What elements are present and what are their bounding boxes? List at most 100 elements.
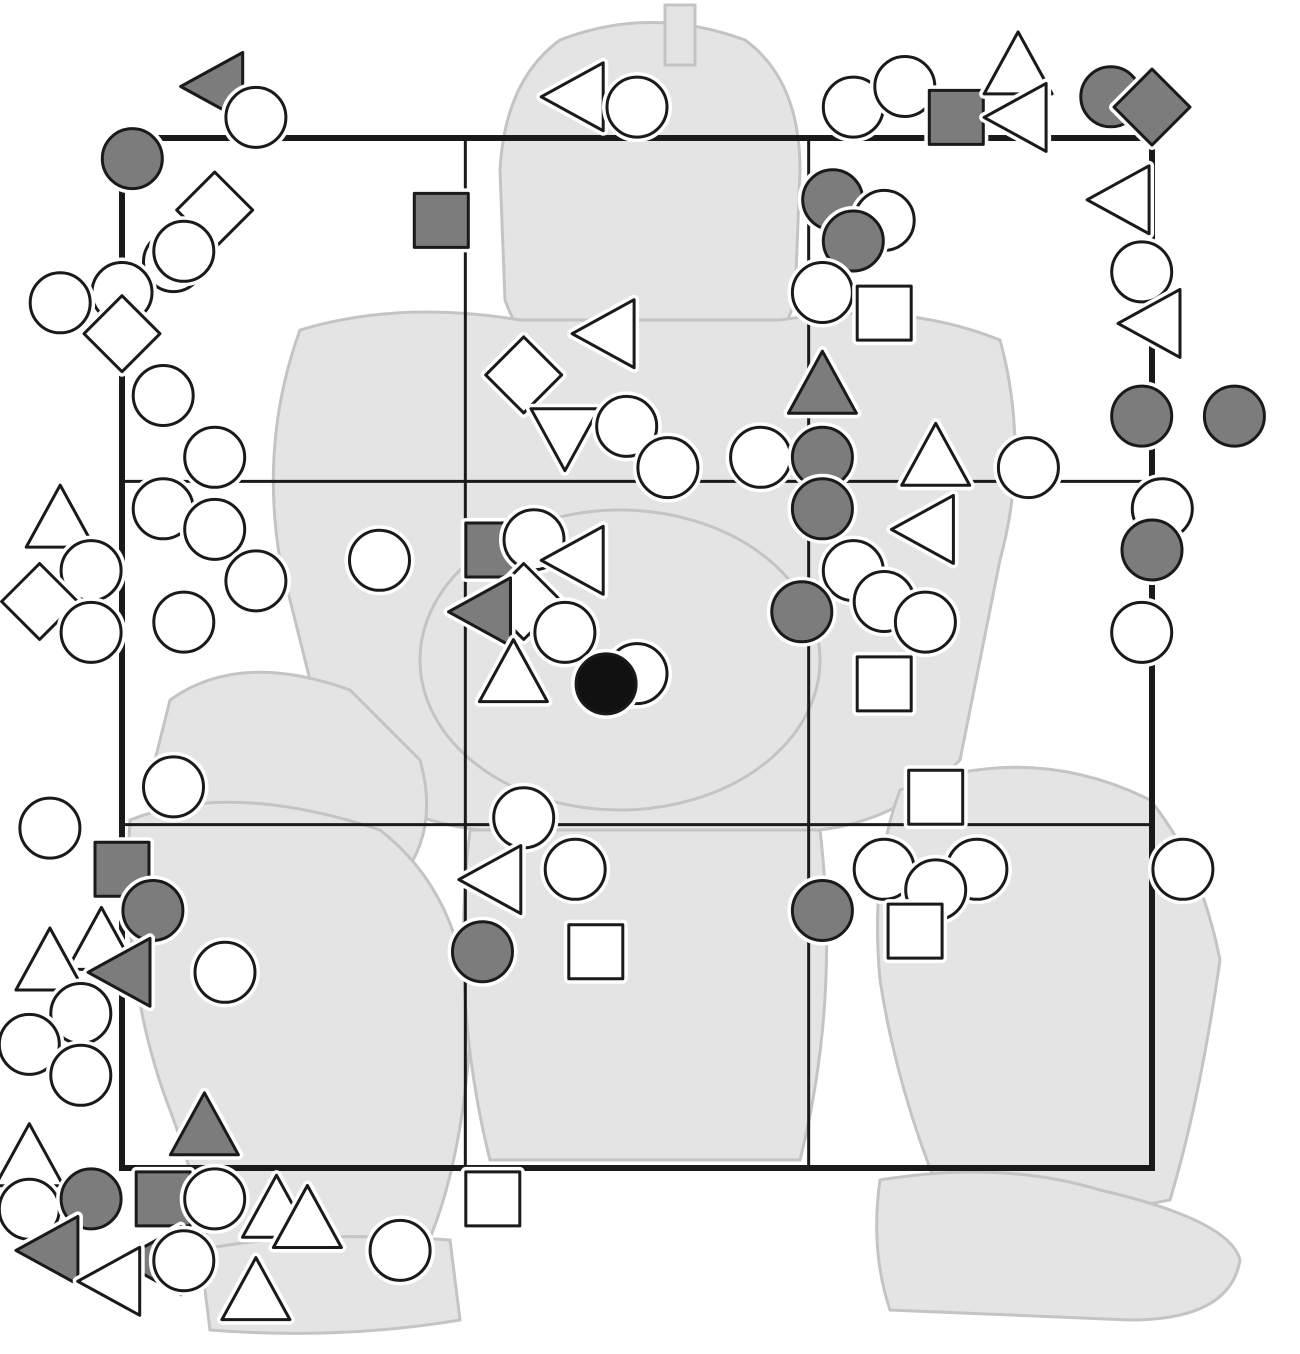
pitch-marker-triangle-left-white [76, 1245, 142, 1317]
pitch-marker [220, 545, 291, 616]
pitch-marker-circle-white [636, 436, 700, 500]
pitch-marker [474, 634, 553, 707]
pitch-marker [79, 290, 165, 377]
pitch-marker [453, 840, 526, 919]
pitch-marker [117, 875, 188, 946]
pitch-marker [725, 422, 796, 493]
pitch-marker-circle-white [28, 271, 92, 335]
pitch-marker-circle-gray [821, 209, 885, 273]
pitch-marker [97, 123, 168, 194]
pitch-marker [1082, 160, 1155, 239]
pitch-marker-circle-white [790, 261, 854, 324]
pitch-marker [148, 587, 219, 658]
pitch-marker [190, 937, 260, 1008]
pitch-marker-triangle-left-white [1116, 287, 1182, 359]
pitch-marker [25, 267, 96, 338]
pitch-marker-circle-gray [1110, 384, 1174, 448]
pitch-marker-circle-white [729, 425, 793, 489]
pitch-marker [14, 793, 85, 864]
pitch-marker-triangle-up-white [14, 926, 86, 992]
pitch-marker-square-white [886, 902, 944, 960]
pitch-marker [138, 751, 209, 822]
pitch-marker-circle-white [492, 786, 556, 850]
pitch-marker [447, 916, 518, 987]
pitch-marker [818, 206, 889, 276]
pitch-marker [148, 216, 219, 287]
pitch-marker [179, 422, 250, 493]
pitch-marker [220, 82, 291, 153]
pitch-marker-diamond-white [484, 335, 564, 415]
pitch-marker-diamond-white [82, 294, 162, 374]
pitch-marker [1106, 597, 1177, 668]
pitch-marker-circle-white [142, 755, 205, 819]
pitch-marker-circle-white [131, 364, 195, 427]
pitch-marker [766, 576, 837, 647]
pitch-marker-square-gray [412, 191, 470, 249]
pitch-marker-circle-white [893, 590, 957, 654]
pitch-marker [268, 1180, 347, 1253]
pitch-marker-circle-gray [770, 580, 834, 644]
pitch-marker-circle-white [59, 600, 123, 664]
pitch-marker-square-white [855, 655, 913, 713]
pitch-marker-circle-white [18, 796, 82, 860]
pitch-marker-circle-white [193, 940, 257, 1004]
pitch-marker [179, 1163, 250, 1234]
pitch-marker-circle-white [152, 590, 216, 654]
pitch-marker-circle-white [183, 425, 247, 489]
pitch-marker [903, 765, 968, 830]
pitch-marker-square-gray [927, 88, 985, 146]
pitch-marker [480, 331, 567, 418]
pitch-marker [45, 1040, 116, 1111]
pitch-marker-square-white [567, 923, 625, 981]
pitch-marker-circle-white [49, 1043, 113, 1107]
pitch-marker [852, 651, 917, 716]
pitch-marker [529, 597, 600, 668]
pitch-marker [72, 1242, 145, 1321]
pitch-marker-triangle-left-white [982, 81, 1048, 153]
pitch-marker [128, 360, 199, 431]
pitch-marker [10, 923, 89, 995]
pitch-marker [979, 78, 1052, 157]
pitch-marker [536, 521, 609, 600]
pitch-marker [883, 899, 948, 964]
pitch-marker [787, 875, 858, 946]
pitch-marker-triangle-down-white [529, 407, 601, 473]
pitch-marker [890, 587, 961, 658]
pitch-marker-triangle-up-gray [168, 1091, 240, 1157]
pitch-marker [1113, 284, 1185, 363]
pitch-marker-circle-black [574, 652, 638, 716]
pitch-marker [924, 85, 989, 150]
pitch-marker [0, 1009, 65, 1080]
pitch-marker [216, 1252, 295, 1325]
pitch-marker [540, 834, 611, 905]
pitch-marker-triangle-left-white [457, 844, 523, 916]
pitch-marker-circle-white [996, 436, 1060, 500]
pitch-marker [21, 480, 100, 553]
pitch-marker-triangle-up-white [220, 1256, 292, 1322]
pitch-marker-circle-white [1110, 600, 1174, 664]
pitch-marker-triangle-up-white [271, 1184, 343, 1249]
pitch-marker [460, 1166, 525, 1231]
pitch-marker [1147, 834, 1218, 905]
pitch-marker-circle-gray [451, 920, 514, 984]
pitch-marker [56, 597, 127, 668]
pitch-marker [787, 473, 858, 544]
pitch-marker-triangle-left-gray [447, 576, 512, 648]
pitch-marker-circle-white [368, 1218, 432, 1282]
pitch-marker-circle-gray [100, 127, 164, 191]
pitch-marker-circle-white [605, 75, 669, 139]
pitch-markers [0, 26, 1270, 1325]
pitch-marker-triangle-up-white [24, 483, 96, 549]
pitch-marker-circle-white [224, 85, 288, 149]
pitch-marker [536, 57, 609, 136]
pitch-marker [852, 281, 917, 346]
pitch-marker [602, 72, 672, 143]
pitch-marker [1106, 236, 1177, 307]
pitch-marker-square-white [464, 1170, 522, 1228]
pitch-marker-diamond-gray [1112, 67, 1192, 147]
pitch-marker [165, 1087, 244, 1160]
pitch-marker-circle-white [1110, 240, 1174, 304]
pitch-marker [344, 525, 415, 596]
